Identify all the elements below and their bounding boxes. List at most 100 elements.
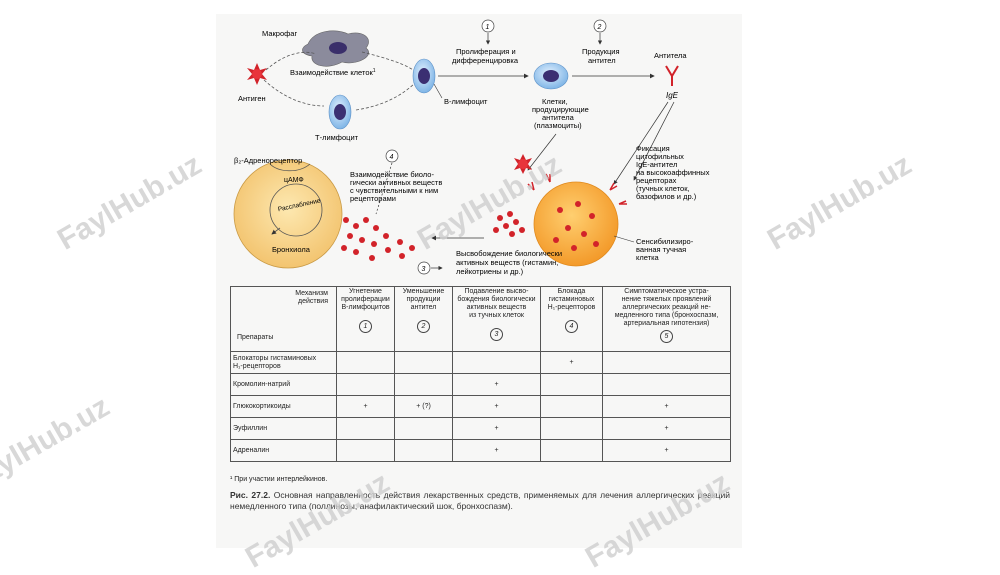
proliferation-label-1: Пролиферация и bbox=[456, 47, 516, 56]
ige-antibody-icon bbox=[665, 65, 679, 86]
biol-label-2: гически активных веществ bbox=[350, 178, 442, 187]
table-cell: + bbox=[452, 373, 541, 396]
plasma-label-2: продуцирующие bbox=[532, 105, 589, 114]
bronchiole-label: Бронхиола bbox=[272, 245, 311, 254]
fixation-label-6: (тучных клеток, bbox=[636, 184, 690, 193]
fixation-label-3: IgE-антител bbox=[636, 160, 677, 169]
camp-label: цАМФ bbox=[284, 177, 304, 184]
antibodies-label: Антитела bbox=[654, 51, 687, 60]
production-label-2: антител bbox=[588, 56, 616, 65]
allergy-mechanism-diagram: Макрофаг Антиген Взаимодействие клеток1 … bbox=[233, 19, 710, 276]
table-row: Глюкокортикоиды + + (?) + + bbox=[230, 395, 731, 418]
table-cell bbox=[394, 351, 453, 374]
antigen-on-mast-cell bbox=[514, 154, 532, 174]
bronchiole-cell bbox=[233, 159, 343, 269]
fixation-label-1: Фиксация bbox=[636, 144, 670, 153]
ige-label: IgE bbox=[666, 91, 679, 100]
table-cell bbox=[602, 351, 731, 374]
t-lymphocyte-label: Т-лимфоцит bbox=[315, 133, 359, 142]
table-cell: + bbox=[602, 439, 731, 462]
table-cell bbox=[540, 395, 603, 418]
table-row: Кромолин-натрий + bbox=[230, 373, 731, 396]
table-cell bbox=[394, 439, 453, 462]
biol-label-3: с чувствительными к ним bbox=[350, 186, 438, 195]
step-3-number: 3 bbox=[422, 266, 426, 273]
step-2-number: 2 bbox=[597, 24, 602, 31]
fixation-label-4: на высокоаффинных bbox=[636, 168, 710, 177]
table-cell bbox=[452, 351, 541, 374]
footnote: ¹ При участии интерлейкинов. bbox=[230, 476, 328, 483]
table-cell bbox=[336, 373, 395, 396]
figure-caption: Рис. 27.2. Основная направленность дейст… bbox=[230, 490, 730, 512]
table-cell: + (?) bbox=[394, 395, 453, 418]
table-cell bbox=[336, 417, 395, 440]
column-header-5: Симптоматическое устра-нение тяжелых про… bbox=[602, 286, 731, 352]
antigen-star bbox=[247, 63, 267, 85]
watermark: FaylHub.uz bbox=[0, 389, 116, 499]
table-cell: + bbox=[452, 439, 541, 462]
table-row: Адреналин + + bbox=[230, 439, 731, 462]
biol-label-1: Взаимодействие биоло- bbox=[350, 170, 434, 179]
textbook-page: Макрофаг Антиген Взаимодействие клеток1 … bbox=[216, 14, 742, 548]
granules-at-receptors bbox=[341, 217, 415, 261]
fixation-label-2: цитофильных bbox=[636, 152, 684, 161]
mast-label-1: Сенсибилизиро- bbox=[636, 237, 694, 246]
table-cell bbox=[540, 417, 603, 440]
table-cell: + bbox=[602, 417, 731, 440]
table-cell bbox=[394, 373, 453, 396]
b-lymphocyte-cell bbox=[412, 58, 436, 94]
table-row: Эуфиллин + + bbox=[230, 417, 731, 440]
drug-name-cell: Кромолин-натрий bbox=[230, 373, 337, 396]
table-cell: + bbox=[336, 395, 395, 418]
release-label-3: лейкотриены и др.) bbox=[456, 267, 524, 276]
mast-label-3: клетка bbox=[636, 253, 660, 262]
release-label-2: активных веществ (гистамин, bbox=[456, 258, 558, 267]
watermark: FaylHub.uz bbox=[52, 147, 208, 257]
fixation-label-5: рецепторах bbox=[636, 176, 677, 185]
caption-label: Рис. 27.2. bbox=[230, 490, 271, 500]
table-cell: + bbox=[540, 351, 603, 374]
beta2-label: β₂-Адренорецептор bbox=[234, 156, 302, 165]
table-cell bbox=[394, 417, 453, 440]
table-cell: + bbox=[452, 417, 541, 440]
interaction-label: Взаимодействие клеток1 bbox=[290, 68, 376, 77]
proliferation-label-2: дифференцировка bbox=[452, 56, 519, 65]
fixation-label-7: базофилов и др.) bbox=[636, 192, 697, 201]
plasma-label-1: Клетки, bbox=[542, 97, 568, 106]
table-cell bbox=[540, 439, 603, 462]
mast-label-2: ванная тучная bbox=[636, 245, 686, 254]
step-4-number: 4 bbox=[390, 154, 394, 161]
watermark: FaylHub.uz bbox=[762, 147, 918, 257]
caption-text: Основная направленность действия лекарст… bbox=[230, 490, 730, 511]
table-cell bbox=[336, 439, 395, 462]
drug-name-cell: Адреналин bbox=[230, 439, 337, 462]
table-cell bbox=[336, 351, 395, 374]
biol-label-4: рецепторами bbox=[350, 194, 396, 203]
drug-name-cell: Глюкокортикоиды bbox=[230, 395, 337, 418]
release-label-1: Высвобождение биологически bbox=[456, 249, 562, 258]
plasma-cell bbox=[533, 62, 569, 90]
macrophage-label: Макрофаг bbox=[262, 29, 297, 38]
production-label-1: Продукция bbox=[582, 47, 620, 56]
table-cell: + bbox=[452, 395, 541, 418]
plasma-label-3: антитела bbox=[542, 113, 575, 122]
mast-cell bbox=[527, 173, 627, 267]
plasma-label-4: (плазмоциты) bbox=[534, 121, 582, 130]
table-cell: + bbox=[602, 395, 731, 418]
macrophage-cell bbox=[302, 30, 369, 67]
table-cell bbox=[602, 373, 731, 396]
released-granules bbox=[493, 211, 525, 237]
drug-name-cell: Эуфиллин bbox=[230, 417, 337, 440]
antigen-label: Антиген bbox=[238, 94, 266, 103]
step-1-number: 1 bbox=[486, 24, 490, 31]
b-lymphocyte-label: В-лимфоцит bbox=[444, 97, 488, 106]
table-cell bbox=[540, 373, 603, 396]
